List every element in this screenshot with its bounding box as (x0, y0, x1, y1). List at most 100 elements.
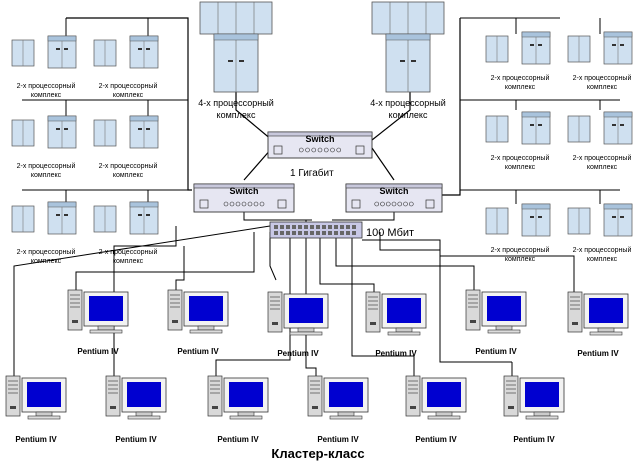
dual-node-label-6: 2-х процессорный (99, 248, 158, 256)
dual-node-sublabel-5: комплекс (31, 258, 62, 265)
dual-node-label-7: 2-х процессорный (491, 74, 550, 82)
cable-sw-hub-left (243, 212, 312, 221)
workstation-label-1: Pentium IV (77, 347, 119, 356)
cable-ws-7 (75, 232, 255, 292)
cable-ws-1 (13, 225, 271, 376)
gigabit-label: 1 Гигабит (290, 167, 334, 179)
diagram-title: Кластер-класс (271, 446, 364, 461)
workstation-label-4: Pentium IV (375, 349, 417, 358)
workstation-12 (503, 375, 565, 420)
dual-complex-4 (93, 115, 159, 149)
workstation-7-screen (27, 382, 61, 407)
dual-node-label-8: 2-х процессорный (573, 74, 632, 82)
dual-node-sublabel-12: комплекс (587, 256, 618, 263)
workstation-label-2: Pentium IV (177, 347, 219, 356)
big-node-right-sublabel: комплекс (389, 110, 428, 120)
workstation-7 (5, 375, 67, 420)
dual-node-sublabel-11: комплекс (505, 256, 536, 263)
workstation-2-screen (189, 296, 223, 321)
workstation-label-10: Pentium IV (317, 435, 359, 444)
workstation-12-screen (525, 382, 559, 407)
switch-left (193, 183, 295, 213)
workstation-label-12: Pentium IV (513, 435, 555, 444)
cable-right-bus (442, 18, 461, 196)
fast-label: 100 Мбит (366, 227, 414, 239)
dual-node-sublabel-4: комплекс (113, 172, 144, 179)
workstation-11 (405, 375, 467, 420)
workstation-6-screen (589, 298, 623, 323)
workstation-5-screen (487, 296, 521, 321)
cable-hub-right (379, 232, 440, 251)
big-node-left-label: 4-х процессорный (198, 98, 274, 108)
workstation-11-screen (427, 382, 461, 407)
big-complex-left (199, 1, 273, 93)
workstation-3-screen (289, 298, 323, 323)
big-node-right-label: 4-х процессорный (370, 98, 446, 108)
dual-complex-6 (93, 201, 159, 235)
dual-node-sublabel-7: комплекс (505, 84, 536, 91)
workstation-label-7: Pentium IV (15, 435, 57, 444)
cable-gig-right (371, 147, 395, 181)
dual-node-sublabel-6: комплекс (113, 258, 144, 265)
big-node-left-sublabel: комплекс (217, 110, 256, 120)
cable-ws-5 (351, 232, 415, 376)
workstation-label-11: Pentium IV (415, 435, 457, 444)
dual-node-label-11: 2-х процессорный (491, 246, 550, 254)
workstation-4-screen (387, 298, 421, 323)
dual-complex-10 (567, 111, 633, 145)
dual-node-label-2: 2-х процессорный (99, 82, 158, 90)
cable-ws-9 (269, 232, 277, 281)
dual-node-sublabel-2: комплекс (113, 92, 144, 99)
workstation-label-5: Pentium IV (475, 347, 517, 356)
workstation-5 (465, 289, 527, 334)
big-complex-right (371, 1, 445, 93)
workstation-9 (207, 375, 269, 420)
labels-layer: 4-х процессорный комплекс 4-х процессорный… (15, 74, 631, 461)
dual-complex-9 (485, 111, 551, 145)
cable-big-left (235, 92, 273, 141)
workstation-10-screen (329, 382, 363, 407)
dual-node-label-12: 2-х процессорный (573, 246, 632, 254)
workstation-3 (267, 291, 329, 336)
workstation-8-screen (127, 382, 161, 407)
dual-node-sublabel-1: комплекс (31, 92, 62, 99)
workstation-label-3: Pentium IV (277, 349, 319, 358)
workstation-10 (307, 375, 369, 420)
cable-ws-8 (175, 246, 185, 292)
workstation-6 (567, 291, 629, 336)
dual-complex-12 (567, 203, 633, 237)
switch-left-label: Switch (229, 186, 258, 196)
hub-100mbit (269, 221, 363, 239)
cable-gig-left (243, 147, 273, 181)
switch-gigabit (267, 131, 373, 159)
dual-complex-1 (11, 35, 77, 69)
dual-node-label-10: 2-х процессорный (573, 154, 632, 162)
cable-sw-hub-right (332, 212, 395, 221)
cable-ws-11 (335, 232, 475, 290)
workstation-2 (167, 289, 229, 334)
cable-ws-6b (439, 256, 512, 363)
nodes-layer (5, 1, 633, 420)
dual-node-label-5: 2-х процессорный (17, 248, 76, 256)
switch-right (345, 183, 443, 213)
dual-node-label-3: 2-х процессорный (17, 162, 76, 170)
switch-gigabit-label: Switch (305, 134, 334, 144)
workstation-1-screen (89, 296, 123, 321)
dual-node-sublabel-9: комплекс (505, 164, 536, 171)
cable-big-right (371, 92, 411, 141)
dual-node-sublabel-8: комплекс (587, 84, 618, 91)
workstation-4 (365, 291, 427, 336)
workstation-9-screen (229, 382, 263, 407)
dual-node-sublabel-3: комплекс (31, 172, 62, 179)
dual-node-sublabel-10: комплекс (587, 164, 618, 171)
dual-complex-7 (485, 31, 551, 65)
workstation-1 (67, 289, 129, 334)
network-cables (13, 17, 620, 378)
dual-complex-3 (11, 115, 77, 149)
workstation-label-6: Pentium IV (577, 349, 619, 358)
dual-node-label-9: 2-х процессорный (491, 154, 550, 162)
cable-ws-10 (319, 232, 375, 292)
dual-complex-5 (11, 201, 77, 235)
